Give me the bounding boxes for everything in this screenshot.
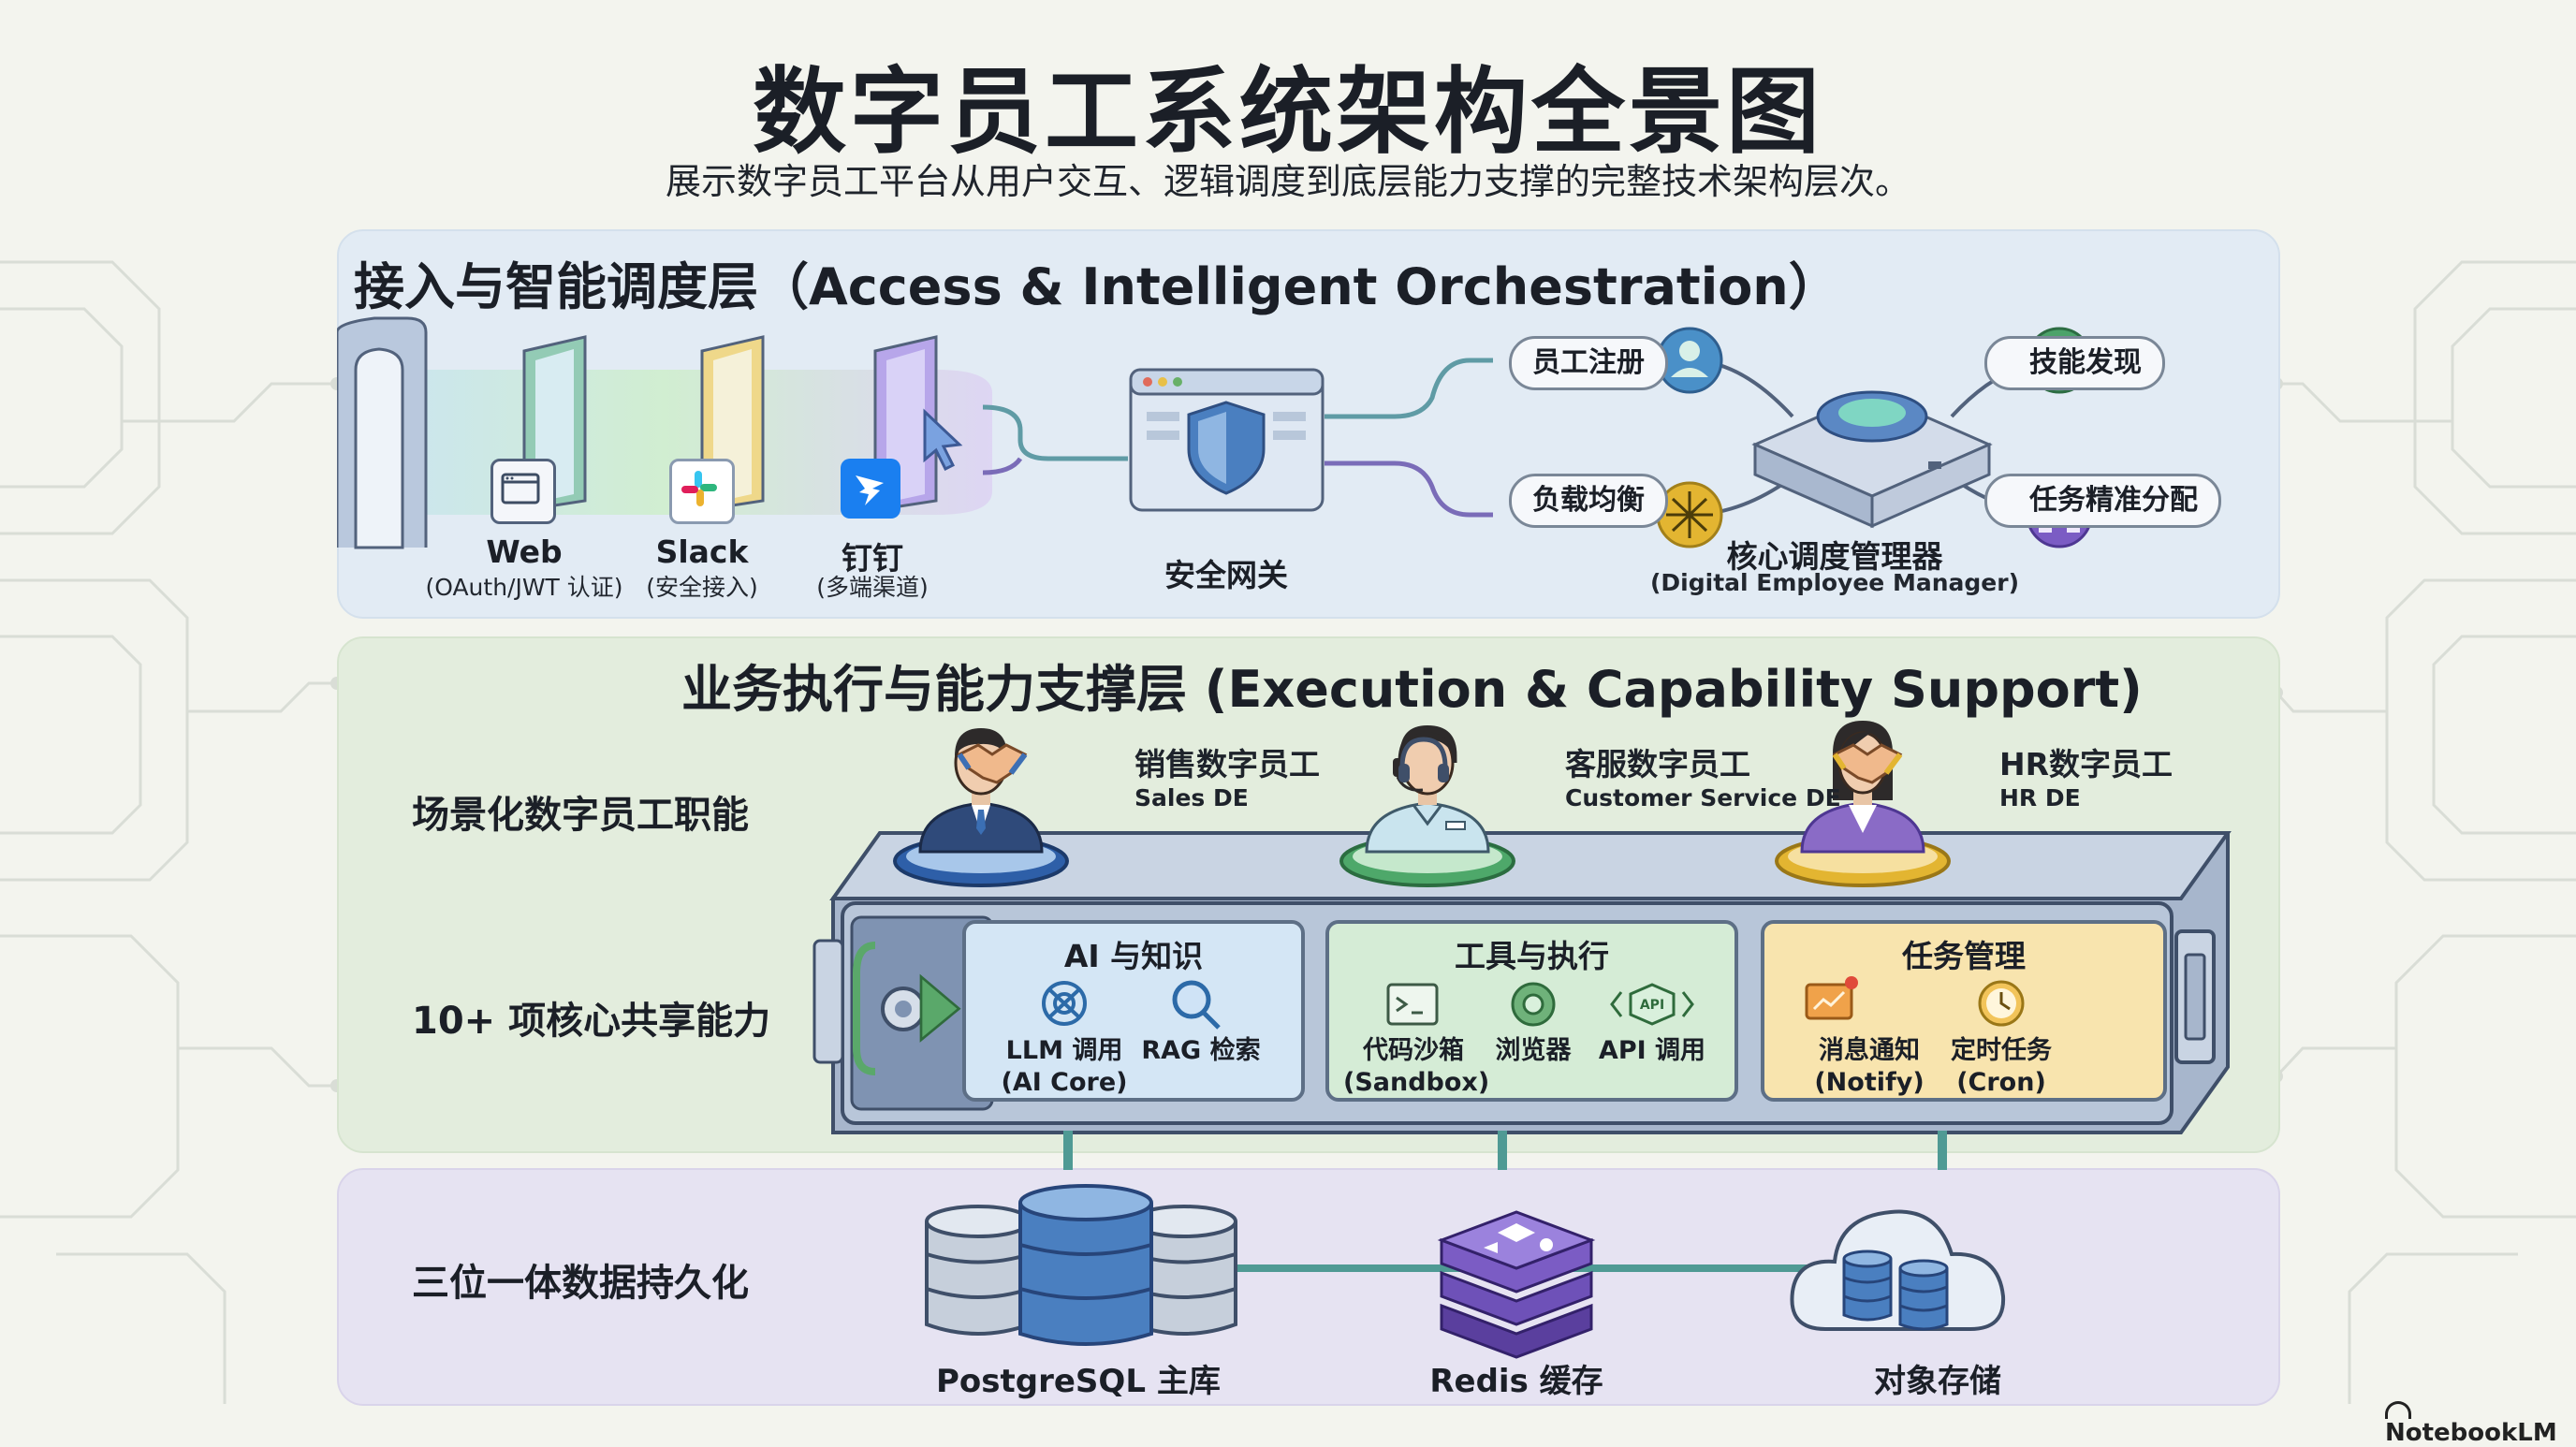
object-storage-label: 对象存储 xyxy=(1874,1363,2001,1400)
sales-employee-name: 销售数字员工 xyxy=(1134,746,1320,782)
postgres-label: PostgreSQL 主库 xyxy=(936,1363,1221,1400)
hr-employee-en: HR DE xyxy=(1999,784,2081,811)
terminal-icon xyxy=(1386,983,1439,1026)
notify-label: 消息通知 xyxy=(1819,1036,1920,1065)
task-assign-pill: 任务精准分配 xyxy=(1984,474,2221,528)
redis-stack-icon xyxy=(1437,1210,1596,1359)
web-channel-icon xyxy=(490,459,556,524)
service-employee-name: 客服数字员工 xyxy=(1565,746,1750,782)
notify-sub: (Notify) xyxy=(1814,1068,1925,1097)
slack-channel-label: Slack xyxy=(655,533,749,570)
browser-window-icon xyxy=(501,473,540,504)
capabilities-row-label: 10+ 项核心共享能力 xyxy=(412,1000,771,1043)
execution-layer-title: 业务执行与能力支撑层 (Execution & Capability Suppo… xyxy=(681,660,2143,719)
headset-icon xyxy=(1398,737,1449,782)
security-gateway-label: 安全网关 xyxy=(1164,557,1288,593)
skill-discovery-pill: 技能发现 xyxy=(1984,336,2165,390)
handshake-icon xyxy=(957,743,1028,784)
llm-call-sub: (AI Core) xyxy=(1001,1068,1128,1097)
redis-label: Redis 缓存 xyxy=(1429,1363,1603,1400)
cloud-storage-icon xyxy=(1790,1209,2006,1331)
hr-employee-name: HR数字员工 xyxy=(1999,746,2174,782)
page-subtitle: 展示数字员工平台从用户交互、逻辑调度到底层能力支撑的完整技术架构层次。 xyxy=(665,161,1910,202)
code-sandbox-sub: (Sandbox) xyxy=(1343,1068,1490,1097)
security-gateway-window xyxy=(1129,368,1325,512)
slack-channel-icon xyxy=(669,459,735,524)
llm-call-label: LLM 调用 xyxy=(1005,1036,1123,1065)
service-employee-en: Customer Service DE xyxy=(1565,784,1841,811)
notebooklm-logo-icon xyxy=(2385,1401,2411,1419)
rag-search-label: RAG 检索 xyxy=(1141,1036,1261,1065)
web-channel-desc: (OAuth/JWT 认证) xyxy=(425,574,623,601)
code-sandbox-label: 代码沙箱 xyxy=(1363,1036,1464,1065)
watermark-text: NotebookLM xyxy=(2385,1419,2557,1447)
manager-sublabel: (Digital Employee Manager) xyxy=(1649,569,2019,596)
tools-execution-module-title: 工具与执行 xyxy=(1455,938,1609,974)
execution-platform-graphic: API xyxy=(812,721,2232,1170)
hr-employee-label-group: HR数字员工 HR DE xyxy=(1999,739,2173,811)
sales-employee-label-group: 销售数字员工 Sales DE xyxy=(1134,739,1320,811)
cron-sub: (Cron) xyxy=(1956,1068,2046,1097)
dingtalk-channel-desc: (多端渠道) xyxy=(816,574,929,601)
openai-knot-icon xyxy=(1042,981,1087,1026)
slack-logo-icon xyxy=(681,471,717,506)
dingtalk-channel-label: 钉钉 xyxy=(842,540,903,577)
browser-label: 浏览器 xyxy=(1495,1036,1572,1065)
browser-globe-icon xyxy=(1511,982,1556,1027)
api-badge-icon: API xyxy=(1610,983,1694,1026)
dingtalk-channel-icon xyxy=(841,459,900,519)
slack-channel-desc: (安全接入) xyxy=(646,574,758,601)
clock-icon xyxy=(1978,980,2025,1027)
persistence-layer-title: 三位一体数据持久化 xyxy=(412,1262,749,1305)
load-balance-pill: 负载均衡 xyxy=(1509,474,1668,528)
handshake-icon xyxy=(1832,743,1903,784)
service-employee-label-group: 客服数字员工 Customer Service DE xyxy=(1565,739,1841,811)
cron-label: 定时任务 xyxy=(1951,1036,2052,1065)
page-title: 数字员工系统架构全景图 xyxy=(753,57,1823,167)
manager-label: 核心调度管理器 xyxy=(1726,538,1943,575)
web-portal-arch xyxy=(337,316,428,549)
database-cylinders-icon xyxy=(925,1184,1237,1346)
employee-register-pill: 员工注册 xyxy=(1509,336,1668,390)
notify-chart-icon xyxy=(1805,976,1858,1020)
task-management-module-title: 任务管理 xyxy=(1902,938,2026,974)
ai-knowledge-module-title: AI 与知识 xyxy=(1063,938,1204,974)
notebooklm-watermark: NotebookLM xyxy=(2385,1400,2576,1447)
magnifier-icon xyxy=(1172,980,1221,1030)
svg-text:API: API xyxy=(1640,998,1664,1013)
api-call-label: API 调用 xyxy=(1598,1036,1706,1065)
persistence-graphic xyxy=(925,1184,2006,1359)
roles-row-label: 场景化数字员工职能 xyxy=(412,794,749,837)
dingtalk-logo-icon xyxy=(856,475,884,505)
web-channel-label: Web xyxy=(486,533,563,570)
core-manager-hub xyxy=(1751,390,1993,529)
access-layer-title: 接入与智能调度层（Access & Intelligent Orchestrat… xyxy=(354,257,1839,316)
sales-employee-en: Sales DE xyxy=(1134,784,1249,811)
